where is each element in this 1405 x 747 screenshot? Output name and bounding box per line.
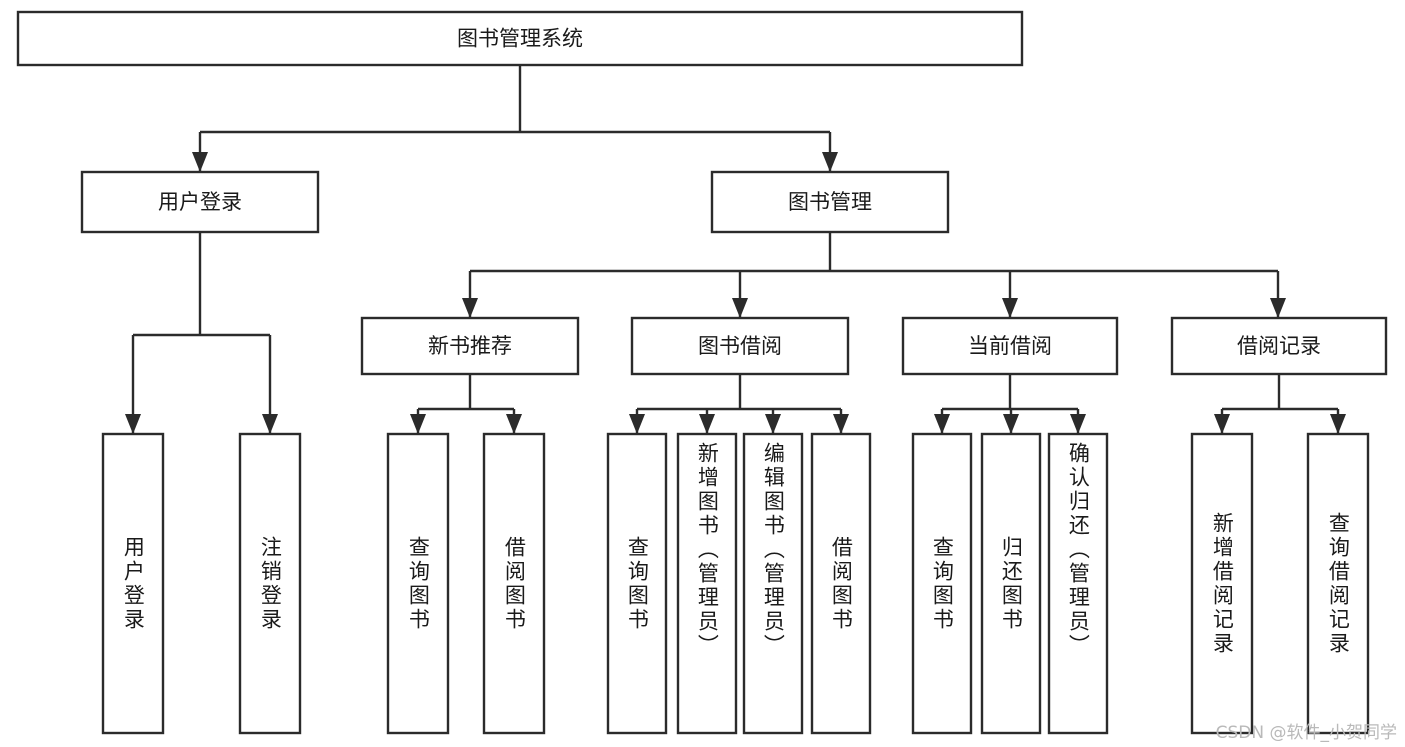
node-box-leaf-0[interactable]: [101, 432, 165, 735]
node-box-leaf-10[interactable]: [1047, 432, 1109, 735]
node-box-root-0[interactable]: [16, 10, 1024, 67]
connector-layer: [125, 65, 1346, 434]
node-box-leaf-3[interactable]: [482, 432, 546, 735]
node-label-图书借阅: 图书借阅: [698, 334, 782, 358]
node-box-leaf-12[interactable]: [1306, 432, 1370, 735]
node-box-leaf-1[interactable]: [238, 432, 302, 735]
node-box-leaf-11[interactable]: [1190, 432, 1254, 735]
watermark: CSDN @软件_小贺同学: [1215, 723, 1397, 743]
newbook-to-leaves-arrow-1: [506, 414, 522, 434]
bookmgmt-to-level2-arrow-0: [462, 298, 478, 318]
node-label-当前借阅: 当前借阅: [968, 334, 1052, 358]
record-to-leaves-arrow-0: [1214, 414, 1230, 434]
borrow-to-leaves-arrow-3: [833, 414, 849, 434]
root-to-level1-arrow-0: [192, 152, 208, 172]
current-to-leaves-arrow-2: [1070, 414, 1086, 434]
node-label-用户登录: 用户登录: [158, 190, 242, 214]
newbook-to-leaves-arrow-0: [410, 414, 426, 434]
node-box-layer: [16, 10, 1388, 735]
node-label-图书管理系统: 图书管理系统: [457, 27, 583, 51]
node-box-level1-0[interactable]: [80, 170, 320, 234]
node-box-leaf-7[interactable]: [810, 432, 872, 735]
node-box-level1-1[interactable]: [710, 170, 950, 234]
bookmgmt-to-level2-arrow-1: [732, 298, 748, 318]
borrow-to-leaves-arrow-1: [699, 414, 715, 434]
borrow-to-leaves-arrow-2: [765, 414, 781, 434]
node-label-新书推荐: 新书推荐: [428, 334, 512, 358]
bookmgmt-to-level2-arrow-3: [1270, 298, 1286, 318]
current-to-leaves-arrow-0: [934, 414, 950, 434]
node-box-leaf-2[interactable]: [386, 432, 450, 735]
node-box-leaf-4[interactable]: [606, 432, 668, 735]
node-box-level2-3[interactable]: [1170, 316, 1388, 376]
borrow-to-leaves-arrow-0: [629, 414, 645, 434]
node-label-图书管理: 图书管理: [788, 190, 872, 214]
node-box-leaf-6[interactable]: [742, 432, 804, 735]
bookmgmt-to-level2-arrow-2: [1002, 298, 1018, 318]
userlogin-to-leaves-arrow-0: [125, 414, 141, 434]
current-to-leaves-arrow-1: [1003, 414, 1019, 434]
node-label-借阅记录: 借阅记录: [1237, 334, 1321, 358]
node-box-leaf-9[interactable]: [980, 432, 1042, 735]
record-to-leaves-arrow-1: [1330, 414, 1346, 434]
node-box-leaf-5[interactable]: [676, 432, 738, 735]
node-box-leaf-8[interactable]: [911, 432, 973, 735]
node-box-level2-1[interactable]: [630, 316, 850, 376]
userlogin-to-leaves-arrow-1: [262, 414, 278, 434]
root-to-level1-arrow-1: [822, 152, 838, 172]
node-box-level2-2[interactable]: [901, 316, 1119, 376]
node-box-level2-0[interactable]: [360, 316, 580, 376]
